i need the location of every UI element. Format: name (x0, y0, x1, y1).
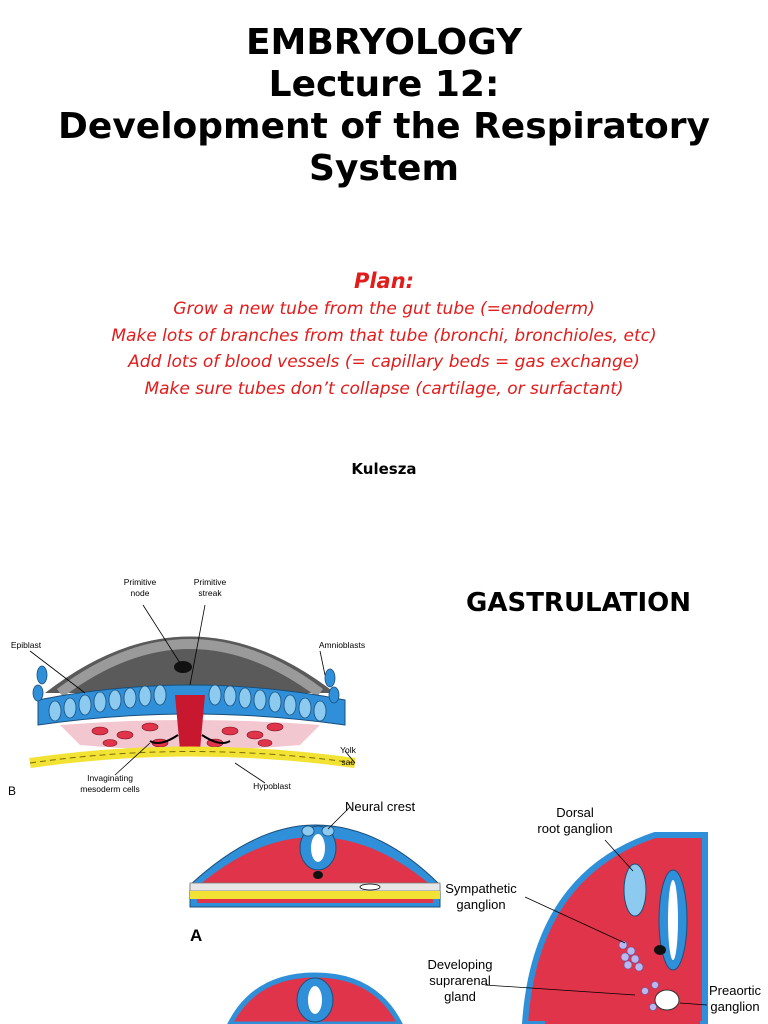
title-line-1: EMBRYOLOGY (245, 22, 523, 63)
label-developing-suprarenal-gland: Developing (427, 957, 492, 972)
title-line-3: Development of the Respiratory (58, 106, 710, 147)
label-invaginating-mesoderm: mesoderm cells (80, 784, 140, 794)
label-primitive-node: node (131, 588, 150, 598)
slide-title: EMBRYOLOGY Lecture 12: Development of th… (0, 22, 768, 190)
author-name: Kulesza (351, 460, 417, 478)
label-yolk-sac: sac (341, 757, 355, 767)
plan-item: Grow a new tube from the gut tube (=endo… (173, 299, 595, 319)
plan-list: Grow a new tube from the gut tube (=endo… (0, 296, 768, 402)
title-line-2: Lecture 12: (268, 64, 500, 105)
label-yolk-sac: Yolk (340, 745, 357, 755)
label-neural-crest: Neural crest (345, 799, 415, 814)
label-dorsal-root-ganglion: Dorsal (556, 805, 594, 820)
label-epiblast: Epiblast (11, 640, 42, 650)
panel-letter: A (190, 926, 202, 945)
label-amnioblasts: Amnioblasts (319, 640, 365, 650)
plan-heading: Plan: (353, 269, 415, 293)
plan-item: Make lots of branches from that tube (br… (111, 325, 657, 346)
label-invaginating-mesoderm: Invaginating (87, 773, 133, 783)
label-sympathetic-ganglion: Sympathetic (445, 881, 517, 896)
panel-letter: B (8, 784, 16, 798)
plan-section: Plan: Grow a new tube from the gut tube … (0, 266, 768, 402)
gastrulation-figure: Primitive node Primitive streak Epiblast… (0, 575, 378, 800)
plan-item: Add lots of blood vessels (= capillary b… (128, 352, 640, 372)
label-dorsal-root-ganglion: root ganglion (537, 821, 612, 836)
label-developing-suprarenal-gland: gland (444, 989, 476, 1004)
label-primitive-node: Primitive (124, 577, 157, 587)
title-line-4: System (309, 148, 459, 189)
section-heading: GASTRULATION (466, 588, 691, 618)
neural-crest-figure: Neural crest A Dorsal root ganglion Symp… (185, 795, 768, 1024)
label-hypoblast: Hypoblast (253, 781, 291, 791)
label-developing-suprarenal-gland: suprarenal (429, 973, 491, 988)
label-sympathetic-ganglion: ganglion (456, 897, 505, 912)
label-primitive-streak: Primitive (194, 577, 227, 587)
label-primitive-streak: streak (198, 588, 222, 598)
plan-item: Make sure tubes don’t collapse (cartilag… (144, 378, 624, 399)
label-preaortic-ganglion: ganglion (710, 999, 759, 1014)
label-preaortic-ganglion: Preaortic (709, 983, 762, 998)
